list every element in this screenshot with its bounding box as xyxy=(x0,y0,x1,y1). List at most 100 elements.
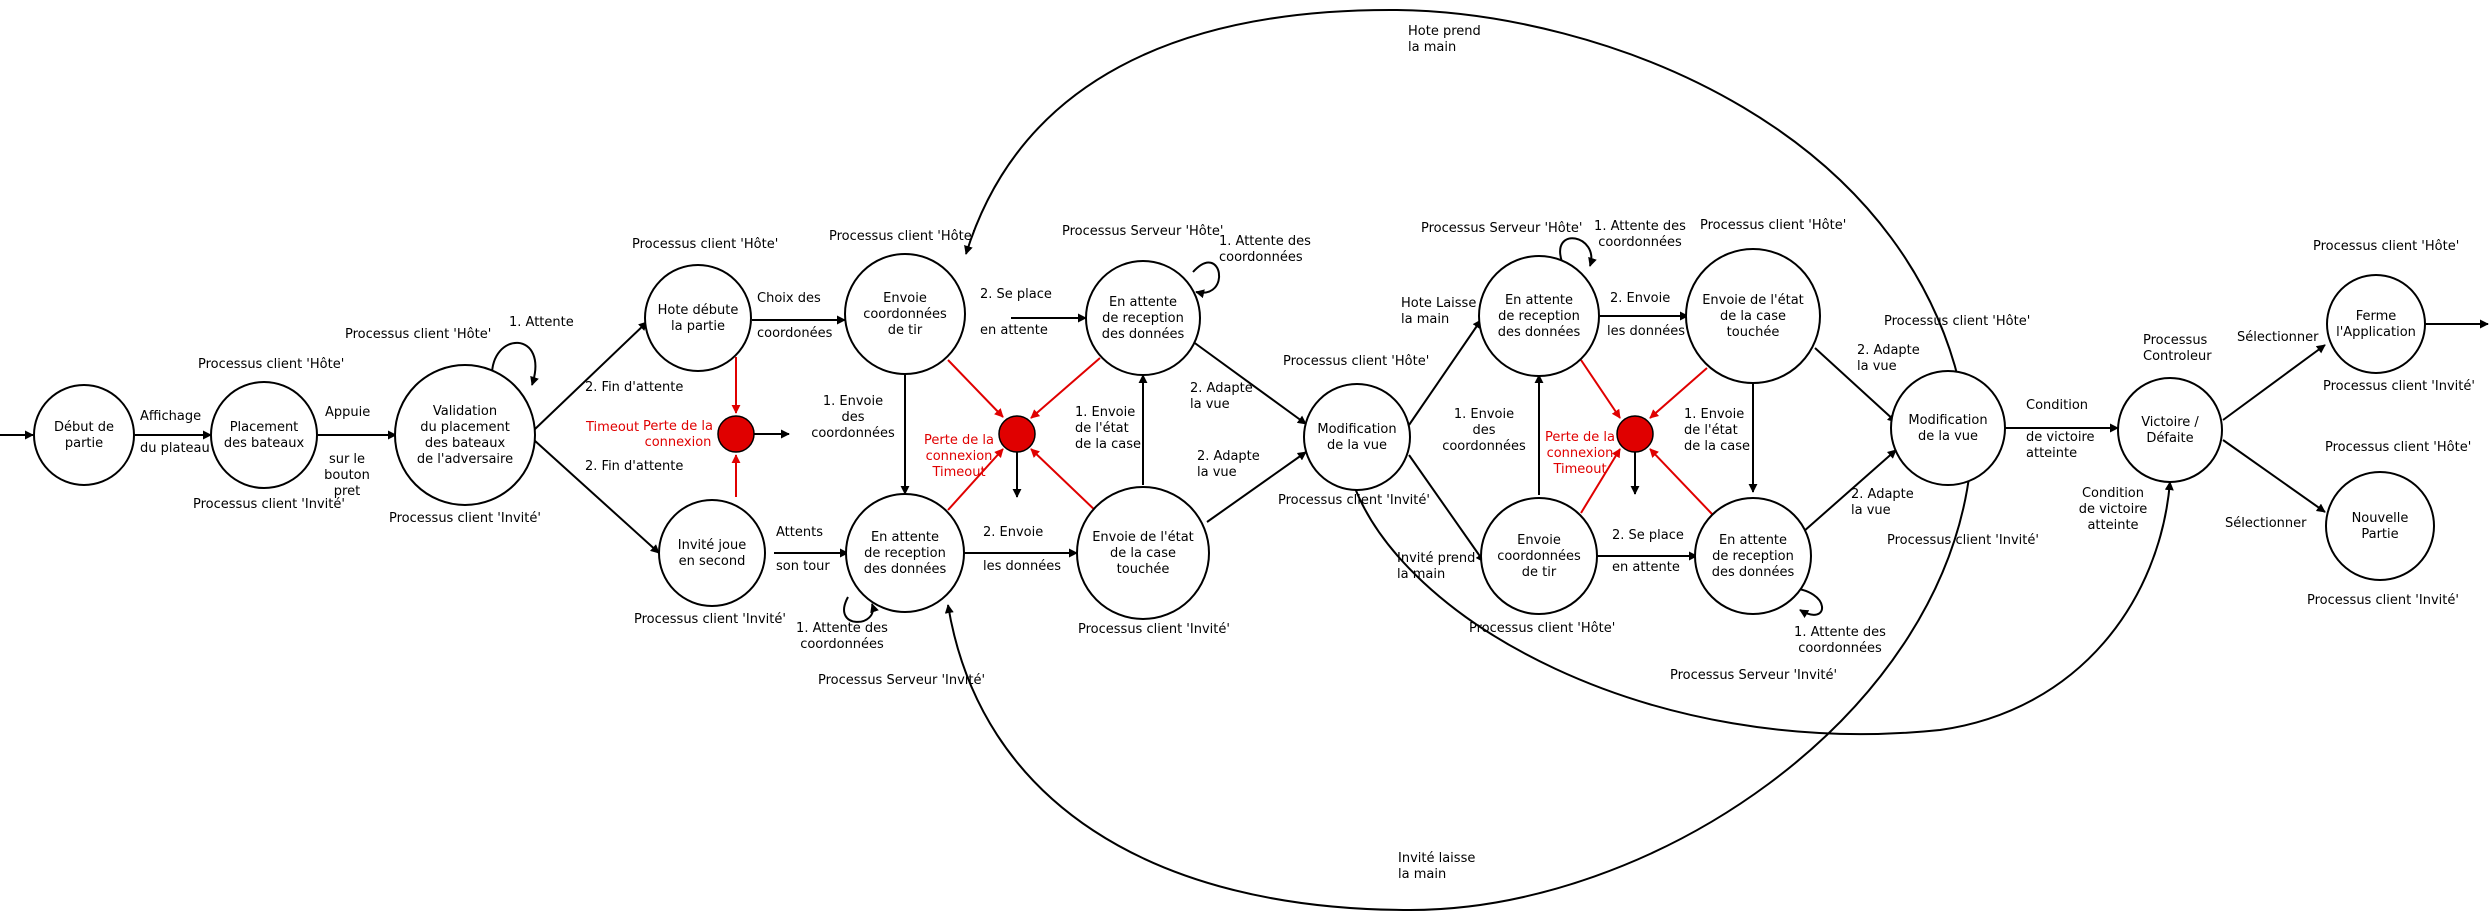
text-line: des xyxy=(1472,423,1495,438)
text-line: Envoie de l'état xyxy=(1702,293,1804,308)
text-line: de la case xyxy=(1684,439,1750,454)
text-line: 1. Attente des xyxy=(796,621,888,636)
text-line: coordonnées xyxy=(1598,235,1682,250)
text-line: touchée xyxy=(1117,562,1170,577)
transition-label: en attente xyxy=(1612,560,1680,575)
text-line: Envoie de l'état xyxy=(1092,530,1194,545)
edge-etat1-err2 xyxy=(1030,448,1100,515)
text-line: coordonnées xyxy=(1497,549,1581,564)
text-line: Envoie xyxy=(1517,533,1561,548)
text-line: coordonées xyxy=(757,326,833,341)
text-line: 1. Attente xyxy=(509,315,574,330)
text-line: les données xyxy=(1607,324,1685,339)
text-line: En attente xyxy=(1719,533,1787,548)
edge-recep3-err3 xyxy=(1580,359,1621,419)
edge-modif1-victoire xyxy=(1351,479,2174,735)
process-label: Processus client 'Hôte' xyxy=(1700,218,1846,233)
text-line: coordonnées xyxy=(800,637,884,652)
process-label: Processus Serveur 'Invité' xyxy=(1670,668,1837,683)
text-line: des bateaux xyxy=(224,436,305,451)
text-line: de la vue xyxy=(1327,438,1387,453)
text-line: connexion xyxy=(1547,446,1614,461)
transition-label: Choix des xyxy=(757,291,821,306)
text-line: Processus client 'Hôte' xyxy=(198,357,344,372)
text-line: la main xyxy=(1398,867,1446,882)
error-node-3 xyxy=(1616,415,1654,453)
text-line: de victoire xyxy=(2079,502,2148,517)
text-line: Partie xyxy=(2361,527,2398,542)
edge-modif1-recep3 xyxy=(1408,319,1482,426)
text-line: 2. Se place xyxy=(980,287,1052,302)
text-line: Invité laisse xyxy=(1398,851,1475,866)
text-line: Processus client 'Hôte' xyxy=(345,327,491,342)
text-line: Processus Serveur 'Hôte' xyxy=(1421,221,1582,236)
text-line: Processus xyxy=(2143,333,2208,348)
text-line: Hote débute xyxy=(658,303,739,318)
text-line: Défaite xyxy=(2146,431,2193,446)
text-line: 2. Fin d'attente xyxy=(585,380,683,395)
error-label: Timeout xyxy=(585,420,639,435)
process-label: Processus client 'Hôte' xyxy=(1283,354,1429,369)
text-line: 2. Adapte xyxy=(1851,487,1914,502)
text-line: 2. Se place xyxy=(1612,528,1684,543)
text-line: de l'adversaire xyxy=(417,452,513,467)
text-line: Validation xyxy=(433,404,497,419)
text-line: atteinte xyxy=(2026,446,2077,461)
text-line: 1. Envoie xyxy=(1075,405,1135,420)
text-line: Sélectionner xyxy=(2225,516,2307,531)
process-label: Processus client 'Invité' xyxy=(2323,379,2475,394)
edge-victoire-nouvelle xyxy=(2222,439,2326,513)
transition-label: 2. Envoie xyxy=(1610,291,1670,306)
text-line: 2. Adapte xyxy=(1197,449,1260,464)
text-line: Invité prend xyxy=(1397,551,1475,566)
text-line: la partie xyxy=(671,319,725,334)
text-line: Timeout xyxy=(585,420,639,435)
text-line: Processus client 'Invité' xyxy=(1278,493,1430,508)
text-line: Envoie xyxy=(883,291,927,306)
text-line: de reception xyxy=(1712,549,1794,564)
text-line: Processus client 'Hôte' xyxy=(2325,440,2471,455)
text-line: 1. Attente des xyxy=(1594,219,1686,234)
text-line: Processus client 'Hôte' xyxy=(829,229,975,244)
text-line: 2. Envoie xyxy=(983,525,1043,540)
text-line: les données xyxy=(983,559,1061,574)
text-line: de la case xyxy=(1110,546,1176,561)
text-line: sur le xyxy=(329,452,365,467)
text-line: 1. Envoie xyxy=(1454,407,1514,422)
transition-label: Appuie xyxy=(325,405,370,420)
state-victoire: Victoire /Défaite xyxy=(2117,377,2223,483)
error-node-2 xyxy=(998,415,1036,453)
text-line: Processus client 'Invité' xyxy=(1887,533,2039,548)
text-line: Processus client 'Hôte' xyxy=(1469,621,1615,636)
transition-label: du plateau xyxy=(140,441,210,456)
text-line: des bateaux xyxy=(425,436,506,451)
transition-label: Sélectionner xyxy=(2225,516,2307,531)
text-line: En attente xyxy=(871,530,939,545)
transitions xyxy=(0,8,2489,912)
transition-label: Condition xyxy=(2026,398,2088,413)
process-label: Processus client 'Hôte' xyxy=(829,229,975,244)
text-line: Attents xyxy=(776,525,823,540)
text-line: Modification xyxy=(1317,422,1396,437)
process-label: Processus client 'Invité' xyxy=(634,612,786,627)
text-line: Condition xyxy=(2082,486,2144,501)
text-line: la vue xyxy=(1190,397,1230,412)
text-line: partie xyxy=(65,436,103,451)
